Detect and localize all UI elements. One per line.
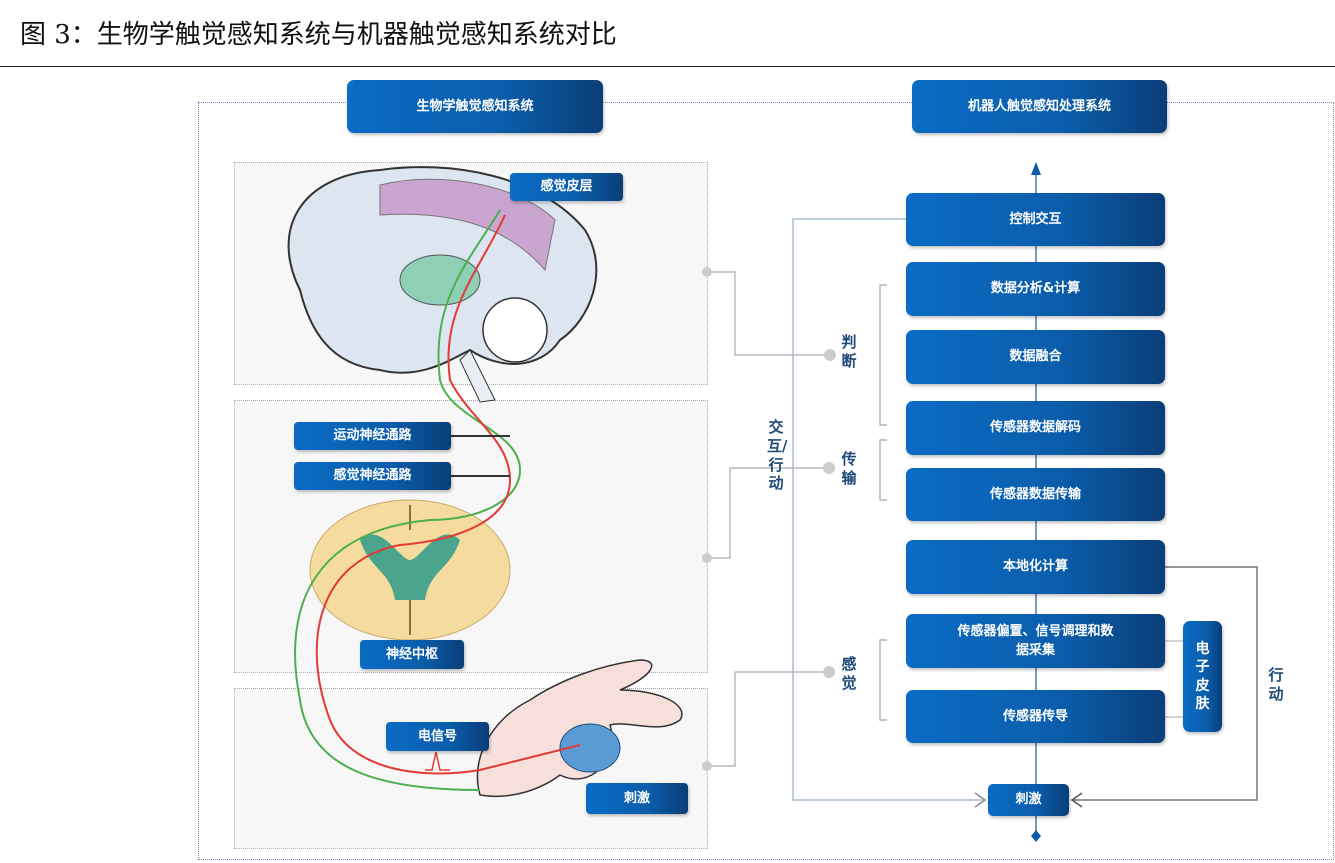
action-label: 行动 — [1268, 666, 1284, 703]
e-skin-box: 电子皮肤 — [1183, 621, 1222, 732]
spinal-cord-illustration — [309, 499, 511, 641]
figure-title: 图 3：生物学触觉感知系统与机器触觉感知系统对比 — [20, 20, 617, 50]
local-compute-box: 本地化计算 — [906, 540, 1165, 594]
sensor-conduction-box: 传感器传导 — [906, 690, 1165, 743]
sensor-bias-box: 传感器偏置、信号调理和数据采集 — [906, 614, 1165, 668]
control-interaction-box: 控制交互 — [906, 193, 1165, 246]
hand-illustration — [425, 659, 683, 798]
nerve-center-label: 神经中枢 — [360, 640, 464, 669]
motor-path — [315, 214, 581, 775]
diagram-frame — [198, 102, 1334, 860]
electric-signal-label: 电信号 — [386, 722, 489, 751]
cortex-label: 感觉皮层 — [510, 173, 623, 201]
sensory-pathway-label: 感觉神经通路 — [294, 462, 451, 490]
interaction-action-label: 交互/行动 — [767, 418, 788, 493]
robot-stimulus-box: 刺激 — [988, 784, 1069, 816]
bio-stimulus-label: 刺激 — [586, 783, 688, 814]
bio-system-header: 生物学触觉感知系统 — [347, 80, 603, 133]
sensor-decode-box: 传感器数据解码 — [906, 401, 1165, 455]
judge-stage-label: 判断 — [841, 333, 857, 370]
data-analysis-box: 数据分析&计算 — [906, 262, 1165, 316]
sensor-transmit-box: 传感器数据传输 — [906, 468, 1165, 521]
data-fusion-box: 数据融合 — [906, 330, 1165, 384]
transmit-stage-label: 传输 — [841, 450, 857, 487]
sensory-path — [294, 209, 522, 791]
motor-pathway-label: 运动神经通路 — [294, 422, 451, 450]
sense-stage-label: 感觉 — [841, 655, 857, 692]
brain-illustration — [287, 166, 598, 403]
title-rule — [0, 66, 1335, 67]
robot-system-header: 机器人触觉感知处理系统 — [912, 80, 1167, 133]
